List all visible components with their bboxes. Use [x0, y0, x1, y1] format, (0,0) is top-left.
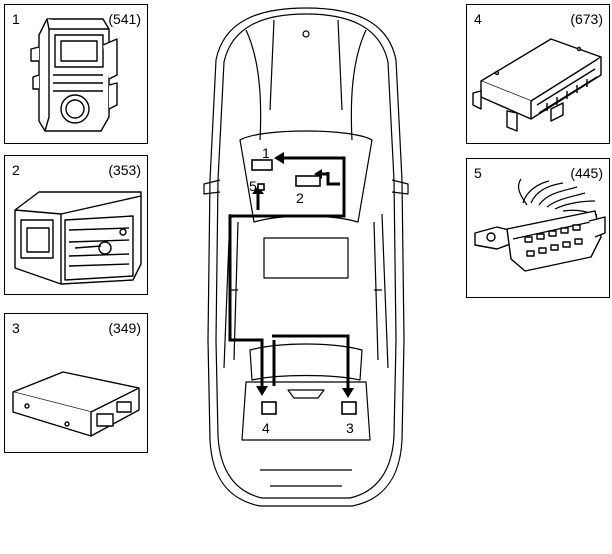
- control-module-icon: [472, 38, 602, 132]
- location-label-2: 2: [296, 190, 304, 206]
- module-3-location: [341, 401, 357, 415]
- roof-panel: [263, 237, 349, 279]
- module-5-location: [257, 183, 265, 191]
- component-code: (349): [108, 320, 141, 336]
- vehicle-top-view: [203, 7, 409, 507]
- component-number: 1: [12, 11, 20, 27]
- component-code: (353): [108, 162, 141, 178]
- component-number: 2: [12, 162, 20, 178]
- component-number: 5: [474, 165, 482, 181]
- component-panel-3: 3 (349): [4, 313, 148, 453]
- component-panel-4: 4 (673): [466, 4, 610, 144]
- module-4-location: [261, 401, 277, 415]
- component-panel-1: 1 (541): [4, 4, 148, 144]
- body-control-module-icon: [30, 18, 118, 132]
- location-label-4: 4: [262, 420, 270, 436]
- component-panel-2: 2 (353): [4, 155, 148, 295]
- location-label-3: 3: [346, 420, 354, 436]
- module-2-location: [295, 175, 321, 187]
- radio-head-unit-icon: [14, 191, 142, 285]
- component-number: 4: [474, 11, 482, 27]
- amplifier-box-icon: [12, 371, 140, 437]
- component-code: (673): [570, 11, 603, 27]
- right-mirror: [391, 179, 409, 195]
- car-body-outline: [207, 7, 405, 507]
- component-panel-5: 5 (445): [466, 158, 610, 298]
- location-label-1: 1: [262, 145, 270, 161]
- diagnostic-connector-icon: [474, 178, 606, 272]
- left-mirror: [203, 179, 221, 195]
- wiring-harness: [230, 156, 346, 218]
- component-code: (445): [570, 165, 603, 181]
- rear-window: [249, 343, 363, 381]
- component-code: (541): [108, 11, 141, 27]
- location-label-5: 5: [249, 178, 257, 194]
- component-number: 3: [12, 320, 20, 336]
- module-1-location: [251, 159, 273, 171]
